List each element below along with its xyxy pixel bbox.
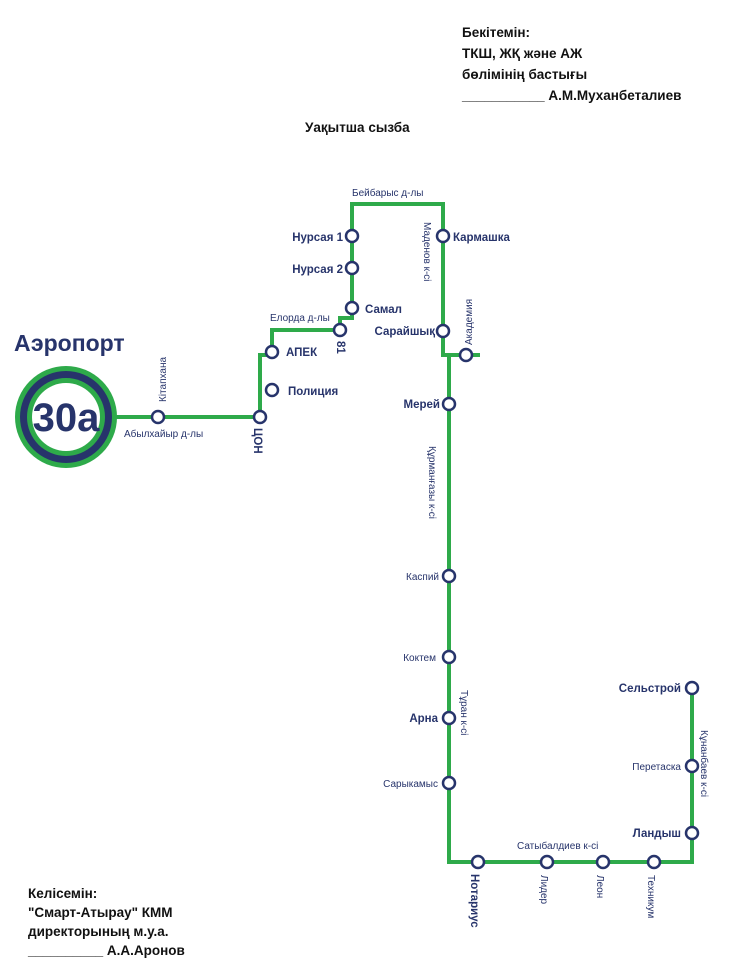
street-label-kunanbaev: Кұнанбаев к-сі	[698, 730, 710, 797]
terminal-name: Аэропорт	[14, 330, 125, 356]
stop-label-apek: АПЕК	[286, 347, 318, 359]
stop-label-arna: Арна	[409, 713, 438, 725]
stop-label-nursaya2: Нурсая 2	[292, 264, 343, 276]
stop-label-notarius: Нотариус	[468, 874, 480, 928]
approval-line-3: бөлімінің бастығы	[462, 67, 588, 82]
stop-label-kitaphana: Кітапхана	[158, 357, 169, 402]
street-label-satybaldiev: Сатыбалдиев к-сі	[517, 840, 598, 852]
stop-label-koktem: Коктем	[403, 653, 436, 664]
street-label-kurmangazy: Құрманғазы к-сі	[426, 446, 437, 519]
stop-marker-peretaska	[684, 758, 700, 774]
approval-line-4: ___________ А.М.Муханбеталиев	[462, 88, 682, 103]
agreement-line-3: директорының м.у.а.	[28, 924, 169, 939]
approval-line-2: ТКШ, ЖҚ және АЖ	[462, 46, 583, 61]
stop-marker-con	[252, 409, 268, 425]
stop-marker-merei	[441, 396, 457, 412]
stop-label-merei: Мерей	[404, 399, 440, 411]
agreement-line-4: __________ А.А.Аронов	[28, 943, 185, 958]
stop-marker-sarykamys	[441, 775, 457, 791]
street-label-beibarys: Бейбарыс д-лы	[352, 187, 423, 199]
approval-line-1: Бекітемін:	[462, 25, 531, 40]
stop-marker-leon	[595, 854, 611, 870]
stop-label-peretaska: Перетаска	[632, 762, 681, 773]
stop-marker-nursaya2	[344, 260, 360, 276]
stop-marker-arna	[441, 710, 457, 726]
stop-marker-kitaphana	[150, 409, 166, 425]
stop-marker-apek	[264, 344, 280, 360]
stop-marker-koktem	[441, 649, 457, 665]
stop-label-nursaya1: Нурсая 1	[292, 232, 343, 244]
stop-marker-selstroi	[684, 680, 700, 696]
stop-label-con: ЦОН	[251, 428, 263, 454]
stop-marker-81	[332, 322, 348, 338]
agreement-line-1: Келісемін:	[28, 886, 98, 901]
stop-label-policiya: Полиция	[288, 386, 338, 398]
agreement-block: Келісемін: "Смарт-Атырау" КММ директорын…	[28, 884, 185, 960]
terminal-badge: 30а	[15, 366, 117, 468]
stop-marker-samal	[344, 300, 360, 316]
stop-label-selstroi: Сельстрой	[619, 683, 681, 695]
stop-marker-akademiya	[458, 347, 474, 363]
stop-label-karmashka: Кармашка	[453, 232, 511, 244]
stop-marker-karmashka	[435, 228, 451, 244]
route-line	[112, 202, 694, 864]
stop-marker-saraishyk	[435, 323, 451, 339]
stop-marker-kaspii	[441, 568, 457, 584]
route-number: 30а	[33, 396, 100, 440]
stop-marker-tehnikum	[646, 854, 662, 870]
stop-label-tehnikum: Техникум	[645, 875, 656, 918]
street-label-abylkhaiyr: Абылхайыр д-лы	[124, 428, 203, 440]
stop-marker-landysh	[684, 825, 700, 841]
stop-label-samal: Самал	[365, 304, 402, 316]
stop-marker-notarius	[470, 854, 486, 870]
stop-marker-nursaya1	[344, 228, 360, 244]
approval-block: Бекітемін: ТКШ, ЖҚ және АЖ бөлімінің бас…	[462, 22, 681, 106]
street-label-turan: Тұран к-сі	[458, 690, 469, 735]
stop-label-81: 81	[334, 341, 346, 354]
stop-label-kaspii: Каспий	[406, 572, 439, 583]
stop-label-sarykamys: Сарыкамыс	[383, 779, 438, 790]
stop-label-akademiya: Академия	[464, 299, 475, 345]
stop-marker-policiya	[264, 382, 280, 398]
page-title: Уақытша сызба	[305, 120, 410, 135]
stop-label-saraishyk: Сарайшық	[375, 326, 436, 338]
agreement-line-2: "Смарт-Атырау" КММ	[28, 905, 173, 920]
stop-label-leon: Леон	[594, 875, 605, 898]
stop-label-landysh: Ландыш	[633, 828, 681, 840]
stop-label-lider: Лидер	[538, 875, 549, 905]
street-label-elorda: Елорда д-лы	[270, 313, 330, 324]
street-label-madenov: Маденов к-сі	[421, 222, 432, 282]
stop-marker-lider	[539, 854, 555, 870]
